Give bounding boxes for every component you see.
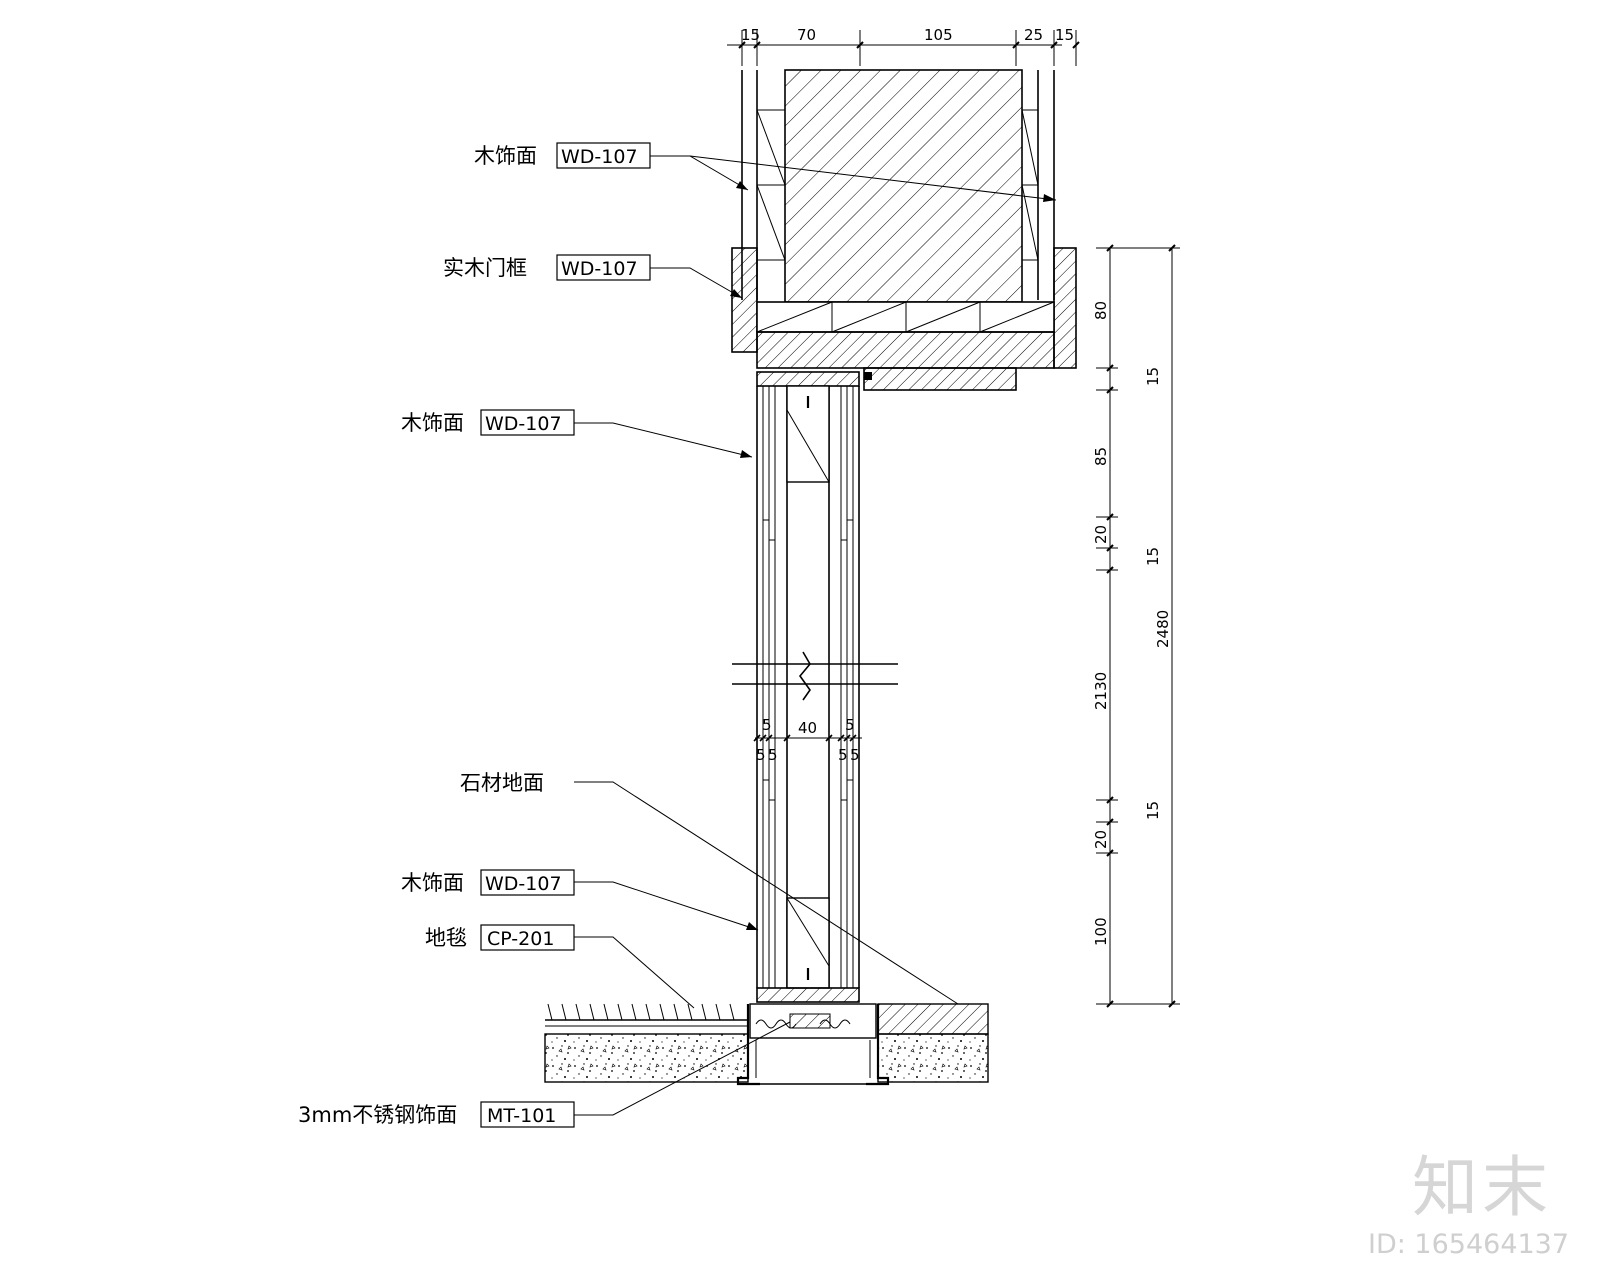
right-dimension-chain: 80 15 85 20 15 2130 15 20 100 2480: [1092, 244, 1180, 1008]
callout-wood-low: 木饰面 WD-107: [401, 869, 575, 896]
dim-top-15-left: 15: [741, 26, 760, 44]
floor-section: [544, 1003, 989, 1086]
dim-inner-5-c: 5: [756, 746, 766, 764]
dim-right-85: 85: [1092, 447, 1110, 466]
leader-lines: [574, 155, 1057, 1116]
dim-right-100: 100: [1092, 917, 1110, 946]
dim-right-20-b: 20: [1092, 830, 1110, 849]
leader-arrows: [730, 181, 1056, 930]
inner-dimensions: 40 5 5 5 5 5 5: [753, 716, 862, 764]
code-steel: MT-101: [487, 1105, 556, 1127]
watermark-id: ID: 165464137: [1368, 1229, 1569, 1260]
label-steel: 3mm不锈钢饰面: [298, 1103, 457, 1127]
dim-right-15-b: 15: [1144, 547, 1162, 566]
label-wood-top: 木饰面: [474, 144, 537, 168]
dim-inner-5-a: 5: [762, 716, 772, 734]
code-wood-top: WD-107: [561, 146, 638, 168]
dim-top-25: 25: [1024, 26, 1043, 44]
code-frame: WD-107: [561, 258, 638, 280]
door-leaf: 40 5 5 5 5 5 5: [732, 371, 898, 1003]
dim-top-15-right: 15: [1055, 26, 1074, 44]
callout-stone: 石材地面: [460, 771, 544, 795]
label-wood-mid: 木饰面: [401, 411, 464, 435]
dim-inner-40: 40: [798, 719, 817, 737]
dim-right-15-c: 15: [1144, 801, 1162, 820]
code-carpet: CP-201: [487, 928, 554, 950]
dim-right-2480: 2480: [1154, 610, 1172, 648]
callout-wood-mid: 木饰面 WD-107: [401, 409, 575, 436]
dim-right-15-a: 15: [1144, 367, 1162, 386]
label-stone: 石材地面: [460, 771, 544, 795]
dim-inner-5-d: 5: [768, 746, 778, 764]
dim-top-105: 105: [924, 26, 953, 44]
callout-steel: 3mm不锈钢饰面 MT-101: [298, 1101, 575, 1128]
dim-inner-5-b: 5: [845, 716, 855, 734]
callout-wood-top: 木饰面 WD-107: [474, 142, 651, 169]
steel-threshold: [736, 1003, 890, 1086]
watermark-brand: 知末: [1412, 1149, 1552, 1226]
code-wood-low: WD-107: [485, 873, 562, 895]
dim-right-20-a: 20: [1092, 525, 1110, 544]
dim-inner-5-e: 5: [838, 746, 848, 764]
watermark: 知末 ID: 165464137: [1368, 1149, 1569, 1260]
dim-right-2130: 2130: [1092, 672, 1110, 710]
dim-right-80: 80: [1092, 301, 1110, 320]
label-carpet: 地毯: [425, 926, 467, 950]
callout-carpet: 地毯 CP-201: [425, 924, 575, 951]
dim-inner-5-f: 5: [850, 746, 860, 764]
callout-frame: 实木门框 WD-107: [443, 254, 651, 281]
code-wood-mid: WD-107: [485, 413, 562, 435]
label-frame: 实木门框: [443, 256, 527, 280]
label-wood-low: 木饰面: [401, 871, 464, 895]
dim-top-70: 70: [797, 26, 816, 44]
wall-jamb-assembly: [731, 69, 1077, 391]
break-line: [732, 651, 898, 701]
top-dimension-chain: 15 70 105 25 15: [727, 26, 1080, 66]
